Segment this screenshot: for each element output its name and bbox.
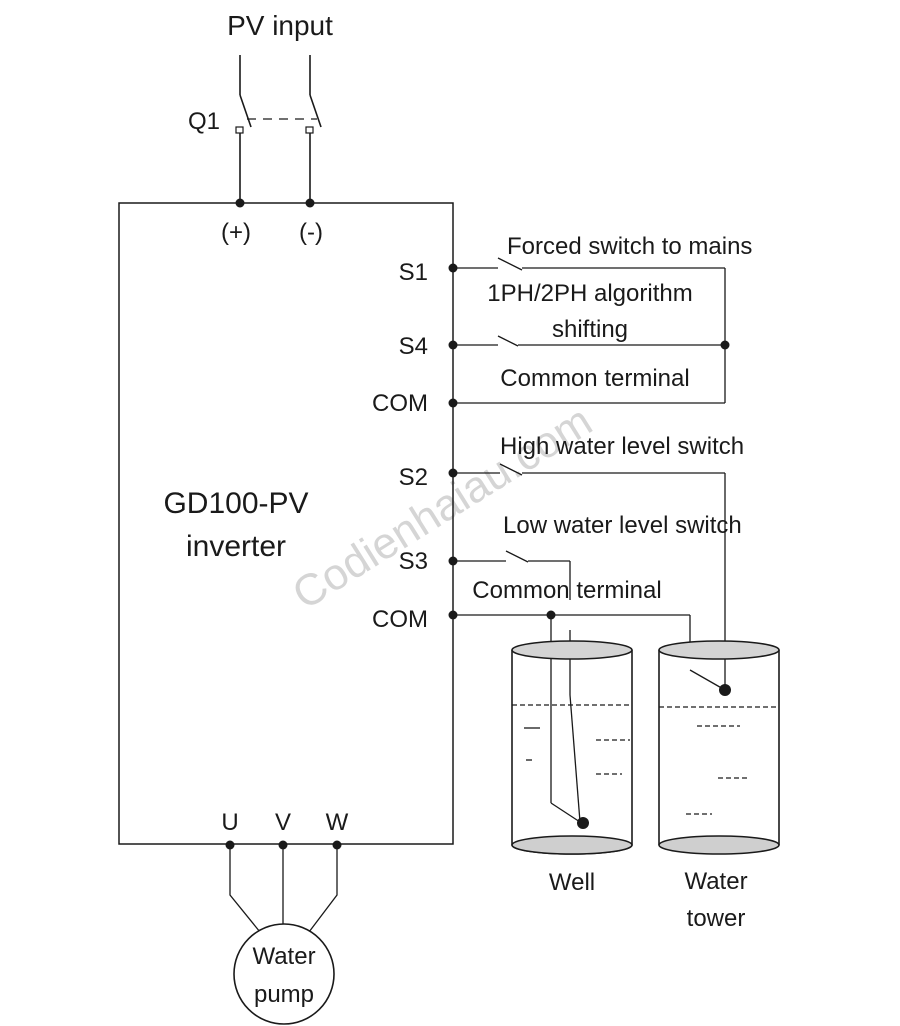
motor-wiring xyxy=(225,840,342,933)
terminal-u: U xyxy=(221,809,238,836)
high-level-switch-label: High water level switch xyxy=(500,433,744,460)
low-level-switch-label: Low water level switch xyxy=(503,512,742,539)
terminal-s2: S2 xyxy=(399,464,428,491)
terminal-s1: S1 xyxy=(399,259,428,286)
terminal-com-1: COM xyxy=(372,390,428,417)
inverter-name: GD100-PV xyxy=(163,487,308,520)
q1-label: Q1 xyxy=(188,108,220,135)
forced-switch-label: Forced switch to mains xyxy=(507,233,752,260)
upper-control-circuit xyxy=(448,257,730,408)
lower-control-circuit xyxy=(448,463,726,823)
well-tank xyxy=(511,640,633,855)
plus-terminal-label: (+) xyxy=(221,219,251,246)
terminal-s4: S4 xyxy=(399,333,428,360)
pump-label-line2: pump xyxy=(254,981,314,1008)
terminal-w: W xyxy=(326,809,349,836)
minus-terminal-label: (-) xyxy=(299,219,323,246)
pv-input-title: PV input xyxy=(227,10,333,41)
pump-label-line1: Water xyxy=(252,943,315,970)
well-label: Well xyxy=(549,869,595,896)
water-tower-label-line2: tower xyxy=(687,905,746,932)
terminal-com-2: COM xyxy=(372,606,428,633)
terminal-v: V xyxy=(275,809,291,836)
water-tower-label-line1: Water xyxy=(684,868,747,895)
inverter-subtitle: inverter xyxy=(186,530,286,563)
water-pump-circle xyxy=(233,923,335,1025)
q1-breaker xyxy=(235,55,322,208)
algorithm-label-line1: 1PH/2PH algorithm xyxy=(487,280,692,307)
water-tower-tank xyxy=(658,640,780,855)
algorithm-label-line2: shifting xyxy=(552,316,628,343)
terminal-s3: S3 xyxy=(399,548,428,575)
common-terminal-label-2: Common terminal xyxy=(472,577,661,604)
common-terminal-label-1: Common terminal xyxy=(500,365,689,392)
